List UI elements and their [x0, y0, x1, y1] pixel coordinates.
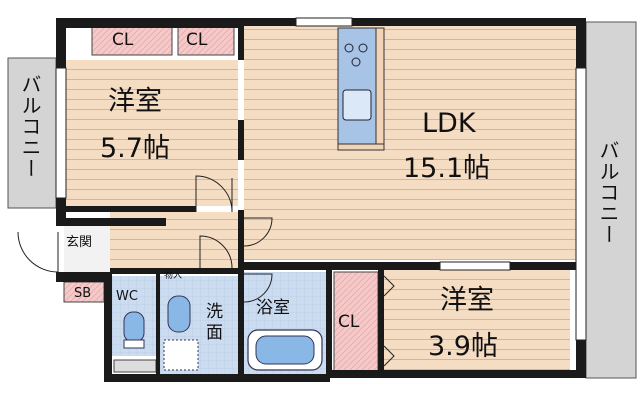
storage-label: 物入: [164, 271, 183, 281]
washroom-label: 洗 面: [206, 302, 223, 344]
western-room-2-name: 洋室: [440, 285, 494, 316]
toilet-label: WC: [116, 289, 138, 304]
kitchen-counter: [337, 27, 377, 145]
window-right: [575, 67, 587, 341]
entrance-label: 玄関: [66, 235, 93, 250]
stove-burner-icon: [344, 43, 354, 53]
closet-right: [333, 271, 379, 373]
closet-right-label: CL: [338, 312, 360, 332]
toilet-bowl-icon: [123, 311, 145, 343]
kitchen-sink-icon: [342, 89, 372, 121]
western-room-1-size: 5.7帖: [100, 133, 170, 164]
balcony-left-label: バルコニー: [18, 74, 42, 179]
utility-box: [113, 359, 157, 373]
toilet-tank-icon: [123, 339, 145, 349]
window-partition: [439, 261, 511, 271]
stove-burner-icon: [351, 57, 361, 67]
western-room-2-floor: [384, 270, 570, 370]
kitchen-island-edge: [337, 143, 385, 151]
western-room-1-floor: [66, 60, 238, 206]
closet-top-left-label: CL: [112, 30, 134, 50]
balcony-left: [7, 57, 57, 209]
window-top: [295, 17, 353, 27]
bathtub-inner: [255, 335, 315, 365]
door-swings: [17, 175, 395, 367]
washbasin-icon: [167, 295, 191, 333]
ldk-size: 15.1帖: [403, 153, 491, 184]
western-room-1-name: 洋室: [108, 86, 162, 117]
window-left: [55, 67, 67, 199]
stove-burner-icon: [358, 43, 368, 53]
balcony-right-label: バルコニー: [596, 140, 620, 245]
balcony-right: [585, 21, 637, 379]
bathroom-label: 浴室: [256, 298, 290, 318]
western-room-2-size: 3.9帖: [428, 331, 498, 362]
ldk-floor: [244, 26, 576, 260]
closet-top-right-label: CL: [186, 30, 208, 50]
shoe-box-label: SB: [74, 286, 92, 301]
washing-machine-icon: [163, 339, 199, 371]
kitchen-hood: [375, 27, 385, 145]
entrance-floor: [64, 226, 110, 272]
ldk-name: LDK: [422, 108, 476, 139]
walls: [56, 18, 586, 382]
